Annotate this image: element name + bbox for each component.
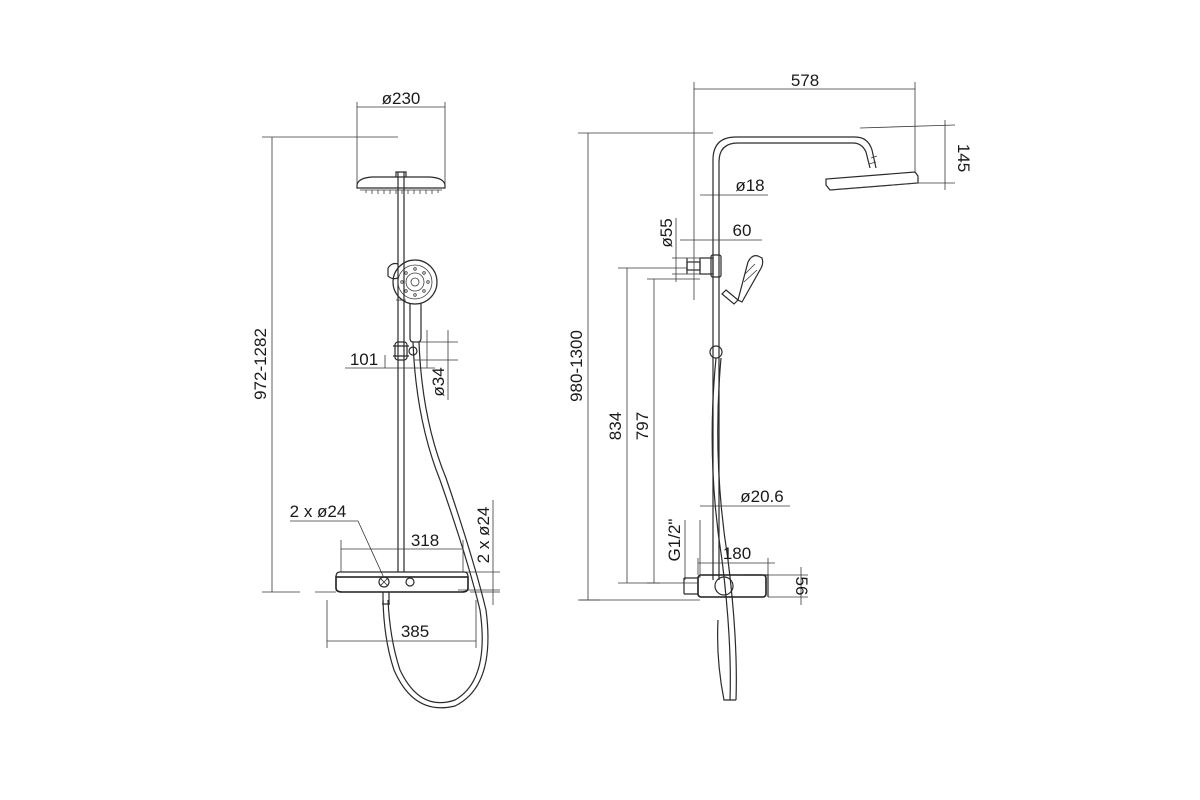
- dim-slider-offset: 101: [345, 330, 435, 369]
- dim-thread-label: G1/2": [665, 519, 684, 562]
- dim-height-797-label: 797: [633, 412, 652, 440]
- dim-connection-diameters: 2 x ø24: [458, 500, 500, 605]
- dim-rail-diameter-label: ø18: [735, 176, 764, 195]
- dim-head-drop-label: 145: [954, 144, 973, 172]
- dim-overall-height: 972-1282: [251, 136, 398, 593]
- side-overhead-shower-head: [825, 171, 919, 191]
- side-hand-shower: [721, 255, 764, 305]
- dim-hose-diameter: ø20.6: [700, 487, 790, 507]
- dim-rail-diameter: ø18: [700, 176, 768, 196]
- side-view: 578 145 ø18 60 ø55 980-1300: [567, 71, 973, 701]
- dim-projection-label: 578: [791, 71, 819, 90]
- dim-height-834-label: 834: [606, 412, 625, 440]
- dim-height-797: 797: [633, 278, 700, 584]
- dim-shelf-width: 385: [326, 600, 477, 648]
- dim-hose-diameter-label: ø20.6: [740, 487, 783, 506]
- dim-slider-offset-label: 101: [350, 350, 378, 369]
- dim-head-diameter: ø230: [356, 89, 446, 185]
- dim-shelf-height: 56: [768, 567, 811, 605]
- dim-thread: G1/2": [665, 519, 701, 580]
- shower-rail: [396, 172, 406, 572]
- dim-bracket-diameter: ø55: [657, 218, 700, 282]
- overhead-shower-head: [356, 171, 446, 194]
- dim-projection: 578: [693, 71, 916, 300]
- dim-shelf-depth-label: 180: [723, 544, 751, 563]
- dim-connection-diameters-label: 2 x ø24: [474, 507, 493, 564]
- dim-side-overall-height: 980-1300: [567, 132, 713, 601]
- dim-slider-diameter: ø34: [414, 330, 458, 400]
- hand-shower: [387, 259, 438, 343]
- dim-overall-height-label: 972-1282: [251, 328, 270, 400]
- dim-bracket-depth-label: 60: [733, 221, 752, 240]
- front-view: ø230 972-1282 101 ø34 2 x ø24 2 x ø24: [251, 89, 500, 709]
- dim-center-distance: 318: [340, 531, 464, 572]
- dim-outlet-diameters-label: 2 x ø24: [290, 502, 347, 521]
- thermostat-shelf: [335, 571, 469, 605]
- dim-bracket-depth: 60: [680, 221, 762, 241]
- dim-bracket-diameter-label: ø55: [657, 218, 676, 247]
- side-slider: [709, 345, 723, 359]
- shower-hose: [382, 341, 489, 709]
- dim-shelf-height-label: 56: [792, 577, 811, 596]
- dim-head-diameter-label: ø230: [382, 89, 421, 108]
- dim-shelf-depth: 180: [697, 544, 775, 575]
- dim-shelf-width-label: 385: [401, 622, 429, 641]
- side-shower-arm: [712, 136, 878, 580]
- dim-head-drop: 145: [859, 120, 973, 190]
- dim-side-overall-height-label: 980-1300: [567, 330, 586, 402]
- dim-slider-diameter-label: ø34: [429, 367, 448, 396]
- dim-center-distance-label: 318: [411, 531, 439, 550]
- side-wall-bracket: [686, 254, 722, 278]
- side-shower-hose: [711, 357, 737, 701]
- dim-outlet-diameters: 2 x ø24: [290, 502, 385, 579]
- dim-height-834: 834: [606, 267, 698, 584]
